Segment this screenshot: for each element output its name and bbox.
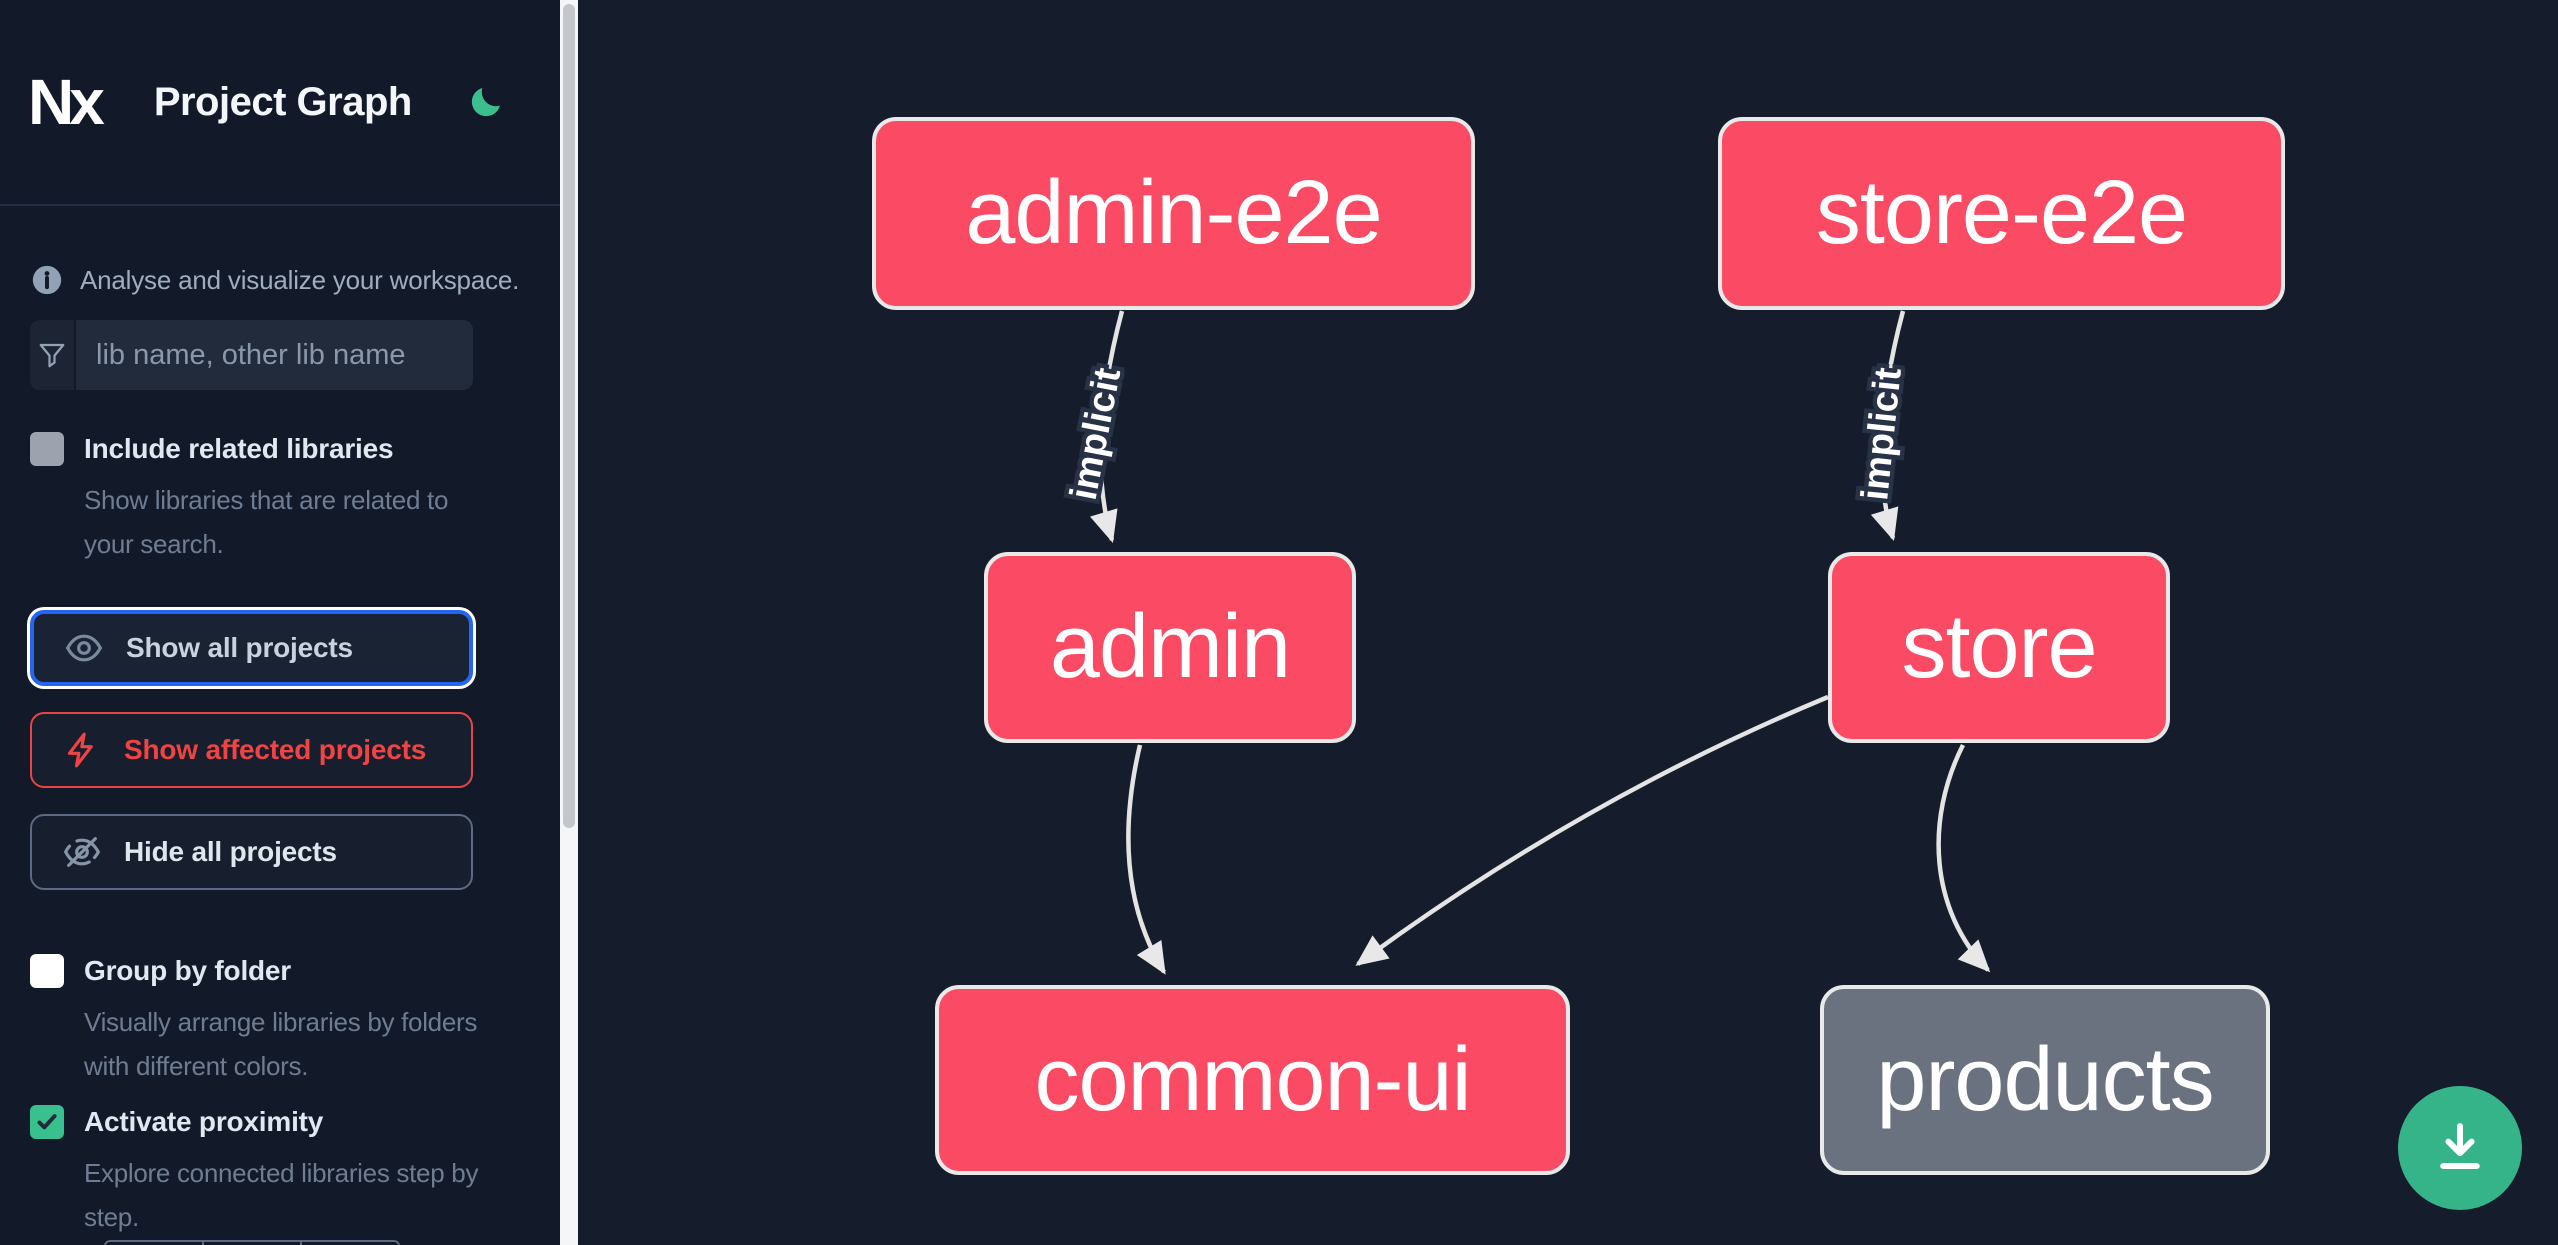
- toggle-description: Visually arrange libraries by folders wi…: [84, 1007, 478, 1081]
- graph-canvas[interactable]: implicit implicit admin-e2e store-e2e ad…: [578, 0, 2558, 1245]
- sidebar-scrollbar-thumb[interactable]: [563, 4, 575, 828]
- graph-node-admin[interactable]: admin: [984, 552, 1356, 743]
- search-input[interactable]: [76, 320, 473, 390]
- sidebar-content: Analyse and visualize your workspace. In…: [0, 263, 560, 1239]
- graph-node-admin-e2e[interactable]: admin-e2e: [872, 117, 1475, 310]
- sidebar: Nx Project Graph Analyse and visualize y…: [0, 0, 560, 1245]
- toggle-description: Explore connected libraries step by step…: [84, 1158, 479, 1232]
- graph-node-store-e2e[interactable]: store-e2e: [1718, 117, 2285, 310]
- graph-node-store[interactable]: store: [1828, 552, 2170, 743]
- toggle-label: Activate proximity: [84, 1106, 324, 1137]
- toggle-description: Show libraries that are related to your …: [84, 485, 449, 559]
- tagline-row: Analyse and visualize your workspace.: [30, 263, 530, 297]
- toggle-group-by-folder: Group by folder Visually arrange librari…: [30, 954, 530, 1088]
- info-icon: [32, 265, 62, 295]
- bolt-icon: [67, 732, 93, 768]
- sidebar-header: Nx Project Graph: [0, 0, 560, 206]
- edge-label-implicit: implicit: [1854, 365, 1910, 502]
- edge-admin-e2e-admin: [1090, 310, 1125, 544]
- show-all-projects-button[interactable]: Show all projects: [30, 610, 473, 686]
- include-related-checkbox[interactable]: [30, 432, 64, 466]
- edge-store-common-ui: [1355, 694, 1829, 966]
- graph-node-common-ui[interactable]: common-ui: [935, 985, 1570, 1175]
- toggle-include-related: Include related libraries Show libraries…: [30, 432, 530, 566]
- segmented-control-partial[interactable]: [104, 1240, 400, 1245]
- theme-toggle-button[interactable]: [466, 82, 506, 122]
- toggle-label: Include related libraries: [84, 433, 394, 464]
- group-by-folder-checkbox[interactable]: [30, 954, 64, 988]
- edge-admin-common-ui: [1126, 744, 1166, 975]
- eye-off-icon: [63, 837, 101, 867]
- edge-store-products: [1936, 743, 1991, 973]
- eye-icon: [65, 634, 103, 662]
- toggle-label: Group by folder: [84, 955, 292, 986]
- graph-edges-layer: implicit implicit: [1058, 310, 1991, 975]
- activate-proximity-checkbox[interactable]: [30, 1105, 64, 1139]
- button-label: Hide all projects: [124, 836, 337, 867]
- toggle-activate-proximity: Activate proximity Explore connected lib…: [30, 1105, 530, 1239]
- button-label: Show all projects: [126, 632, 353, 663]
- button-label: Show affected projects: [124, 734, 427, 765]
- search-box: [30, 320, 473, 390]
- tagline-text: Analyse and visualize your workspace.: [80, 264, 520, 295]
- filter-icon-cell: [30, 320, 76, 390]
- download-graph-button[interactable]: [2398, 1086, 2522, 1210]
- show-affected-projects-button[interactable]: Show affected projects: [30, 712, 473, 788]
- page-title: Project Graph: [153, 79, 413, 124]
- sidebar-scrollbar-track[interactable]: [560, 0, 578, 1245]
- moon-icon: [471, 88, 500, 117]
- edge-label-implicit: implicit: [1063, 364, 1130, 503]
- check-icon: [37, 1114, 57, 1130]
- nx-logo: Nx: [28, 66, 105, 138]
- download-icon: [2440, 1123, 2480, 1170]
- graph-node-products[interactable]: products: [1820, 985, 2270, 1175]
- edge-store-e2e-store: [1870, 310, 1906, 542]
- hide-all-projects-button[interactable]: Hide all projects: [30, 814, 473, 890]
- funnel-icon: [39, 343, 65, 368]
